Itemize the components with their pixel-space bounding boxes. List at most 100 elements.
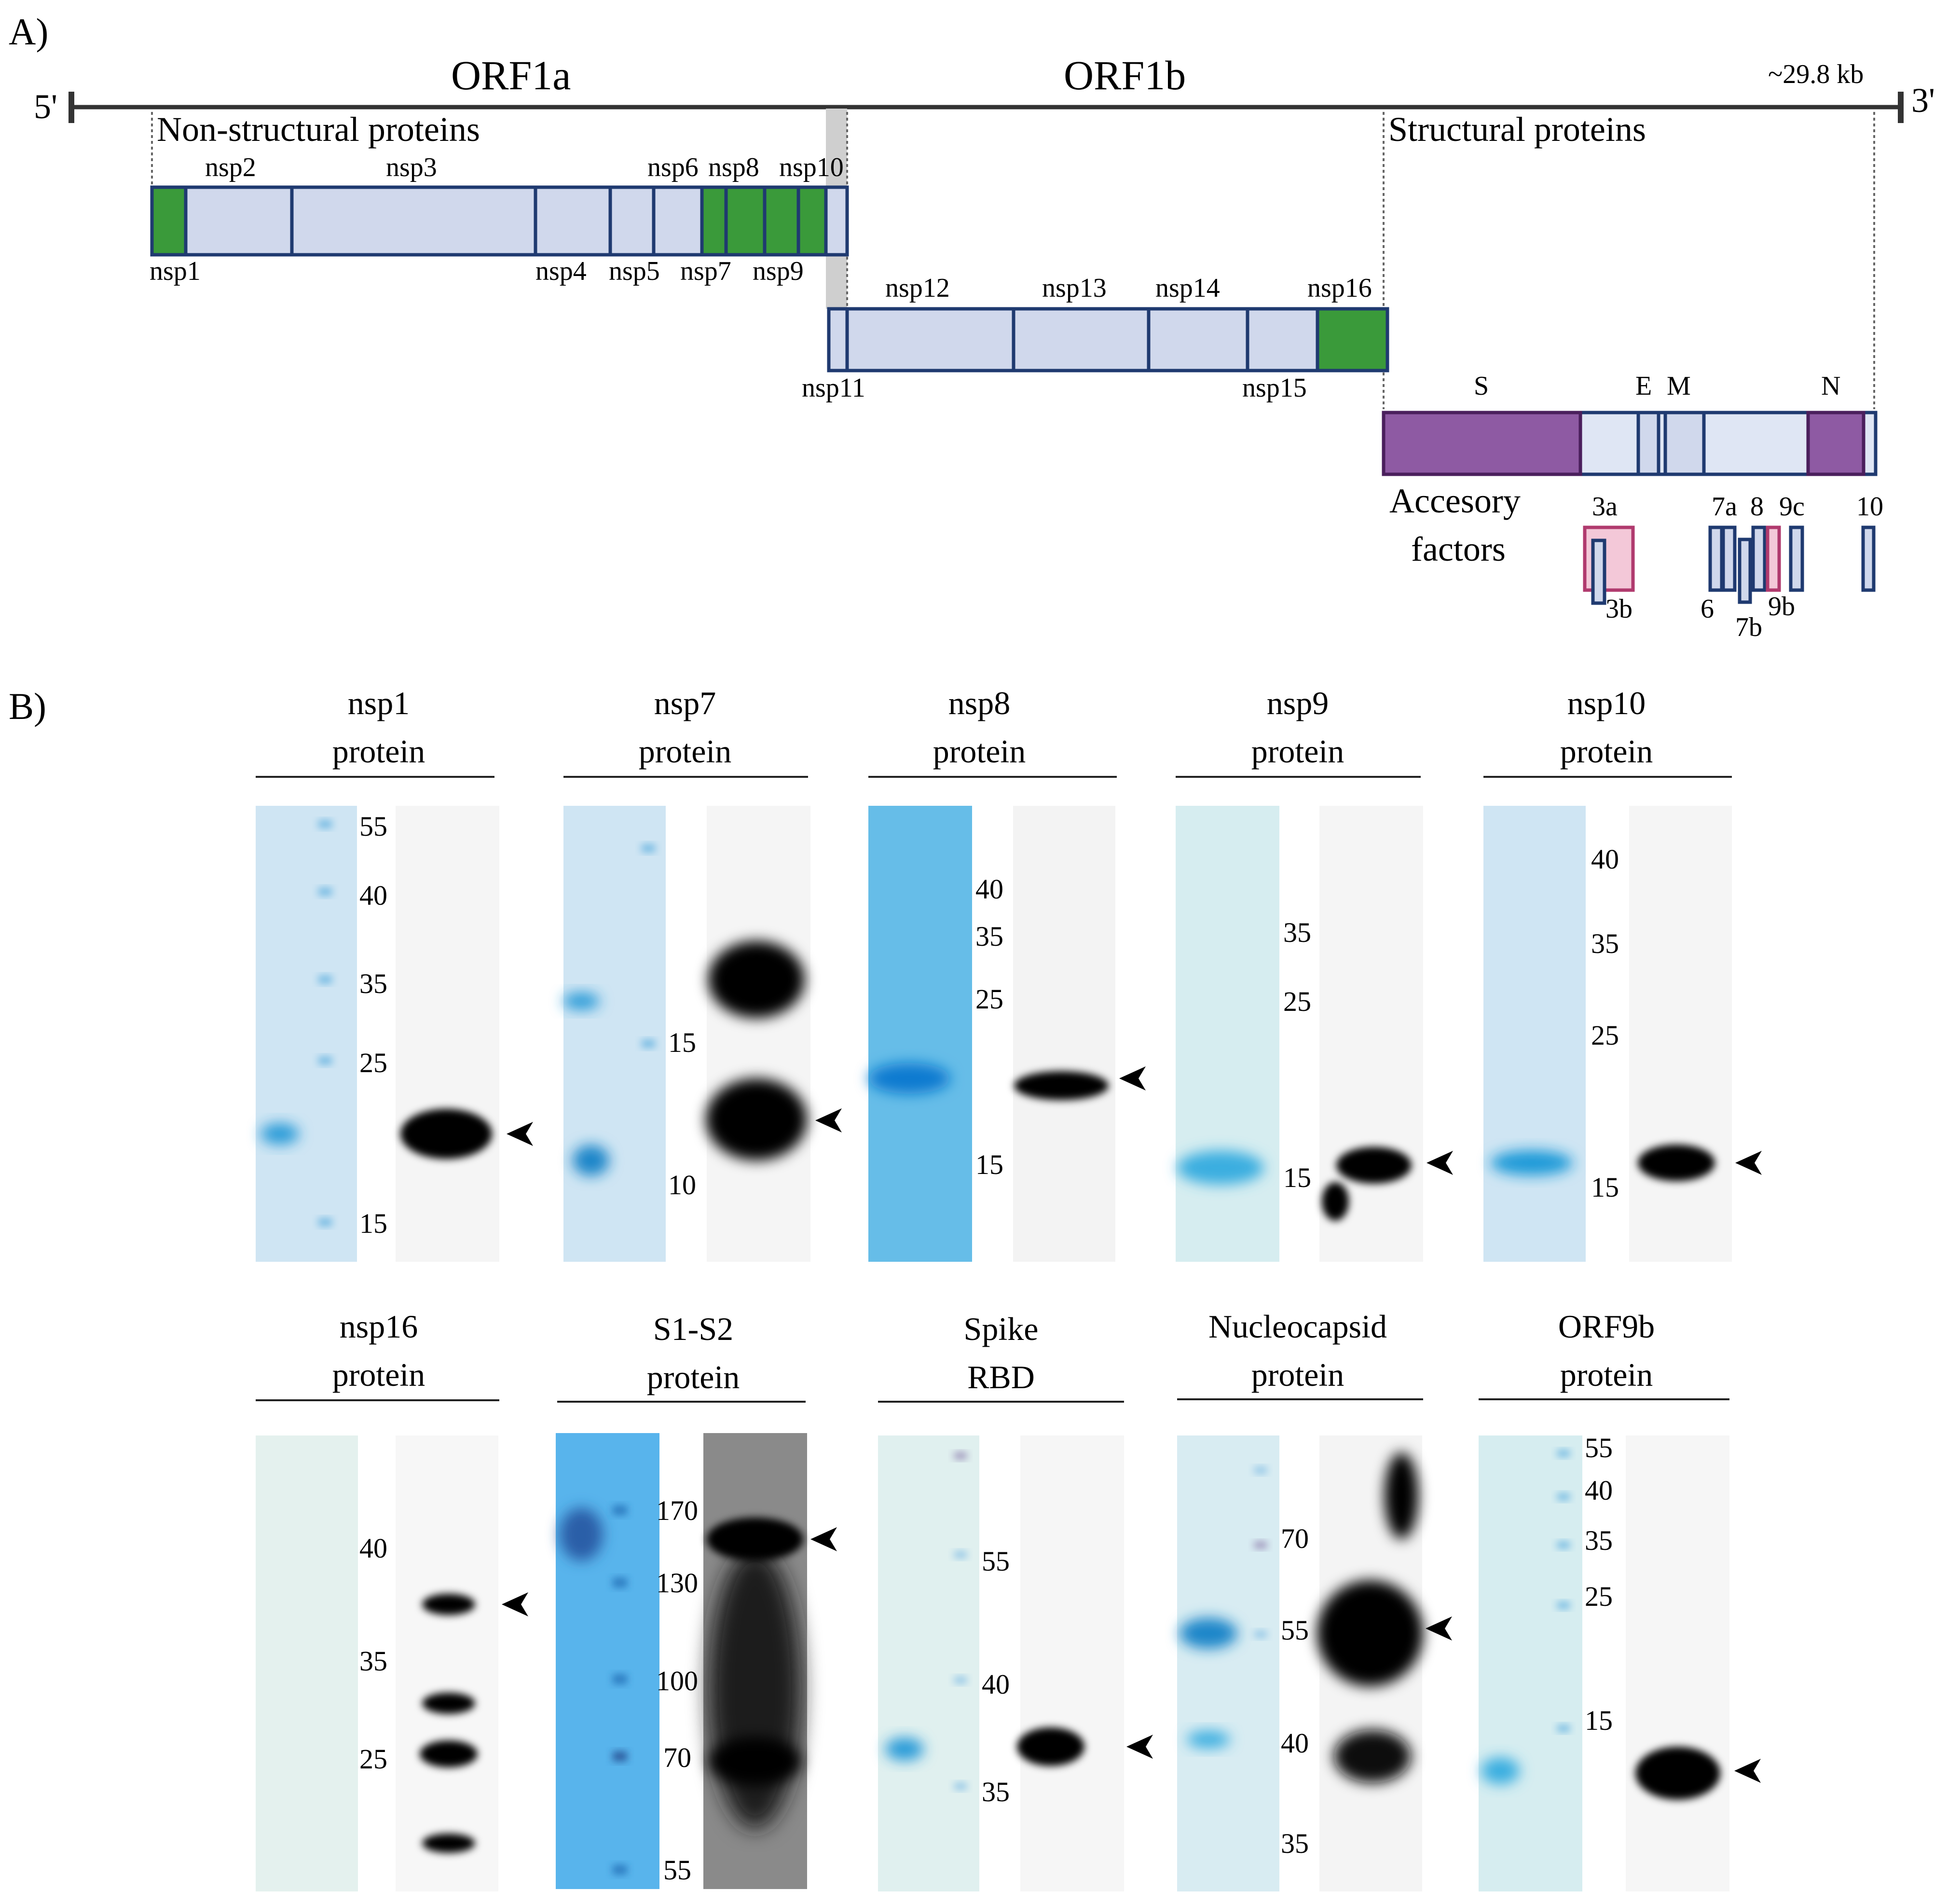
orf-9c bbox=[1789, 525, 1804, 592]
mw-marker: 170 bbox=[656, 1495, 698, 1526]
blot-title-line2: protein bbox=[647, 1359, 740, 1395]
stained-gel bbox=[256, 1435, 358, 1891]
mw-marker: 25 bbox=[1591, 1020, 1619, 1051]
blot-title-line1: Nucleocapsid bbox=[1208, 1308, 1387, 1345]
label-9c: 9c bbox=[1779, 492, 1805, 522]
gel-band bbox=[560, 1508, 603, 1561]
label-s: S bbox=[1474, 371, 1489, 401]
orf1a-label: ORF1a bbox=[451, 52, 571, 98]
mw-marker: 100 bbox=[656, 1665, 698, 1697]
label-nsp6: nsp6 bbox=[647, 152, 699, 182]
ladder-band bbox=[613, 1578, 627, 1587]
blot-title-line2: protein bbox=[1251, 733, 1344, 770]
mw-marker: 35 bbox=[1585, 1525, 1613, 1556]
segment-m bbox=[1663, 411, 1706, 476]
accessory-label-line2: factors bbox=[1411, 530, 1506, 568]
segment-nsp1 bbox=[150, 185, 188, 257]
ladder-band bbox=[318, 820, 332, 828]
orf-3b bbox=[1591, 538, 1606, 605]
blot-title-line2: protein bbox=[332, 733, 425, 770]
blot-title-line1: nsp1 bbox=[348, 685, 410, 721]
gel-band bbox=[563, 993, 600, 1010]
mw-marker: 40 bbox=[359, 1532, 387, 1564]
blot-band bbox=[1322, 1182, 1349, 1221]
stained-gel bbox=[868, 806, 972, 1262]
blot-band bbox=[1638, 1145, 1715, 1181]
mw-marker: 15 bbox=[1591, 1172, 1619, 1203]
blot-band bbox=[422, 1834, 475, 1853]
gel-band bbox=[1187, 1731, 1230, 1748]
mw-marker: 40 bbox=[975, 873, 1003, 905]
orf-7a bbox=[1721, 525, 1737, 592]
orf-7b bbox=[1738, 538, 1752, 604]
label-nsp11: nsp11 bbox=[802, 373, 865, 403]
segment-nsp16 bbox=[1316, 307, 1389, 373]
blot-band bbox=[420, 1740, 478, 1767]
western-blot bbox=[396, 806, 499, 1262]
orf1a-bar bbox=[150, 185, 849, 257]
blot-nsp7: nsp7 protein 15 10 bbox=[563, 685, 842, 1262]
blot-title-line2: protein bbox=[1560, 733, 1653, 770]
ladder-band bbox=[613, 1505, 627, 1515]
label-nsp7: nsp7 bbox=[680, 256, 731, 286]
blot-spike-rbd: Spike RBD 55 40 35 bbox=[878, 1311, 1153, 1891]
mw-marker: 15 bbox=[975, 1149, 1003, 1180]
ladder-band bbox=[318, 1057, 332, 1064]
segment-nsp14 bbox=[1147, 307, 1249, 373]
mw-marker: 55 bbox=[359, 811, 387, 842]
segment-nsp3 bbox=[290, 185, 537, 257]
blot-title-line2: protein bbox=[1251, 1356, 1344, 1393]
ladder-band bbox=[954, 1551, 967, 1558]
blot-title-line1: nsp8 bbox=[948, 685, 1010, 721]
arrowhead-icon bbox=[1426, 1616, 1452, 1641]
segment-nsp11 bbox=[827, 307, 849, 373]
blot-band bbox=[1014, 1071, 1109, 1100]
label-8: 8 bbox=[1750, 492, 1764, 522]
panel-a-label: A) bbox=[9, 11, 48, 53]
blot-title-line2: protein bbox=[332, 1356, 425, 1393]
segment-nsp15 bbox=[1246, 307, 1319, 373]
accessory-factors bbox=[1583, 525, 1876, 605]
ladder-band bbox=[954, 1677, 967, 1683]
label-e: E bbox=[1635, 371, 1652, 401]
ladder-band bbox=[642, 844, 655, 852]
mw-marker: 35 bbox=[359, 1645, 387, 1677]
five-prime-label: 5' bbox=[34, 87, 57, 126]
label-nsp3: nsp3 bbox=[386, 152, 437, 182]
mw-marker: 25 bbox=[1283, 986, 1311, 1017]
label-nsp2: nsp2 bbox=[205, 152, 256, 182]
segment-end bbox=[824, 185, 849, 257]
arrowhead-icon bbox=[810, 1527, 837, 1551]
blot-smear bbox=[709, 1549, 801, 1829]
mw-marker: 70 bbox=[663, 1742, 691, 1773]
arrowhead-icon bbox=[1734, 1759, 1761, 1783]
blot-title-line1: nsp9 bbox=[1267, 685, 1329, 721]
blot-band bbox=[422, 1693, 475, 1714]
label-7b: 7b bbox=[1735, 612, 1762, 642]
stained-gel bbox=[1176, 806, 1279, 1262]
mw-marker: 25 bbox=[359, 1743, 387, 1775]
gel-band bbox=[1491, 1150, 1573, 1175]
ladder-band bbox=[1557, 1450, 1570, 1457]
blot-title-line2: protein bbox=[639, 733, 732, 770]
arrowhead-icon bbox=[1126, 1735, 1153, 1759]
nonstructural-title: Non-structural proteins bbox=[157, 110, 480, 149]
blot-title-line2: RBD bbox=[967, 1359, 1035, 1395]
arrowhead-icon bbox=[1735, 1151, 1762, 1175]
arrowhead-icon bbox=[1119, 1066, 1146, 1090]
label-nsp4: nsp4 bbox=[535, 256, 587, 286]
label-n: N bbox=[1821, 371, 1840, 401]
mw-marker: 10 bbox=[668, 1169, 696, 1200]
accessory-label-line1: Accesory bbox=[1389, 482, 1521, 520]
blot-orf9b: ORF9b protein 55 40 35 25 15 bbox=[1479, 1308, 1761, 1891]
ladder-band bbox=[954, 1452, 967, 1459]
mw-marker: 35 bbox=[359, 968, 387, 999]
ladder-band bbox=[1557, 1602, 1570, 1609]
mw-marker: 55 bbox=[1281, 1614, 1309, 1646]
ladder-band bbox=[318, 1218, 332, 1226]
segment-nsp4 bbox=[534, 185, 612, 257]
structural-title: Structural proteins bbox=[1388, 110, 1646, 149]
blot-band bbox=[1017, 1727, 1084, 1766]
mw-marker: 35 bbox=[1281, 1828, 1309, 1859]
